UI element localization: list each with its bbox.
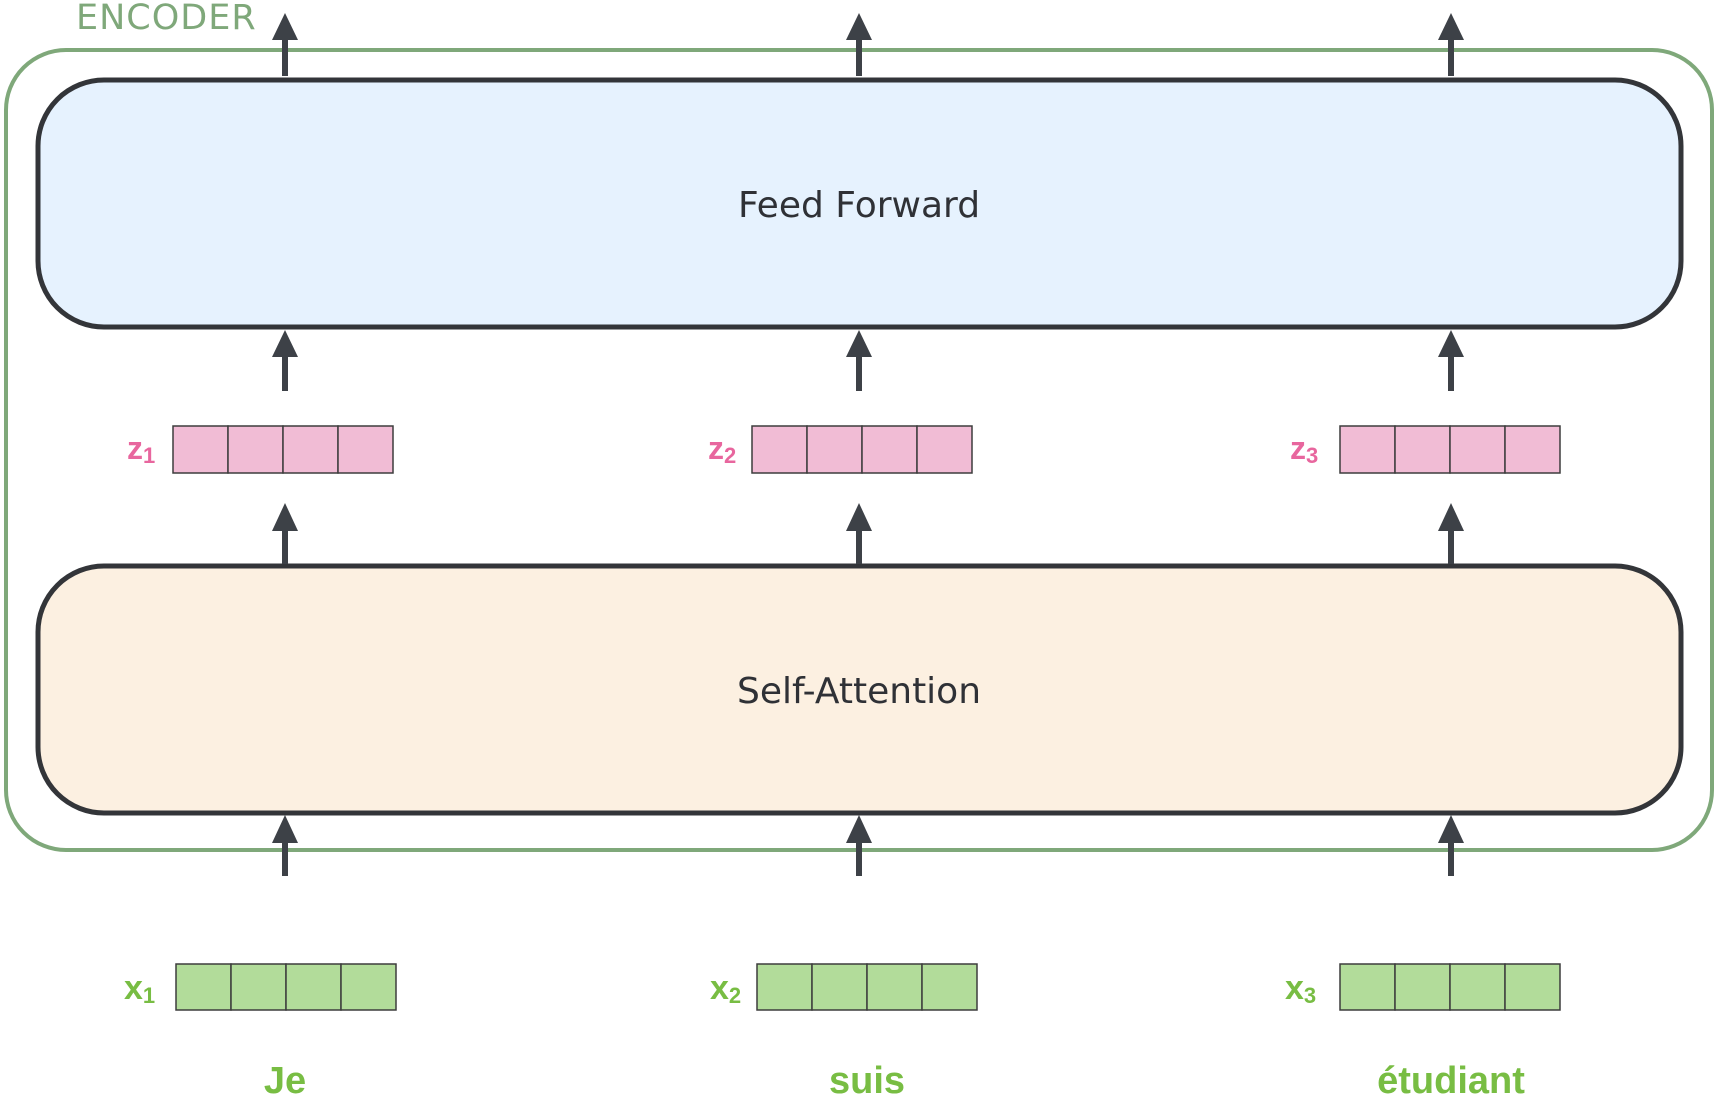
input-vector-x2: x2 [710,963,978,1011]
vector-cell [1504,963,1561,1011]
vector-cell [751,425,808,474]
z3-cells [1339,425,1561,474]
self-attention-label: Self-Attention [737,671,981,712]
input-vector-x1: x1 [124,963,397,1011]
vector-cell [861,425,918,474]
arrow-x3-to-sa [1438,815,1464,876]
arrow-sa-to-z1 [272,503,298,564]
vector-cell [1449,425,1506,474]
arrow-x1-to-sa [272,815,298,876]
vector-cell [756,963,813,1011]
vector-cell [1339,425,1396,474]
z3-label: z3 [1290,430,1318,468]
x3-cells [1339,963,1561,1011]
output-vector-z2: z2 [708,425,973,474]
arrow-x2-to-sa [846,815,872,876]
arrow-output-1 [272,13,298,76]
vector-cell [1504,425,1561,474]
vector-cell [230,963,287,1011]
z1-label: z1 [127,430,155,468]
arrow-z2-to-ff [846,330,872,391]
output-vector-z3: z3 [1290,425,1561,474]
vector-cell [1449,963,1506,1011]
output-vector-z1: z1 [127,425,394,474]
vector-cell [337,425,394,474]
x2-label: x2 [710,969,741,1008]
arrow-sa-to-z2 [846,503,872,564]
arrows [272,13,1464,876]
vector-cell [916,425,973,474]
vector-cell [172,425,229,474]
arrow-sa-to-z3 [1438,503,1464,564]
x2-cells [756,963,978,1011]
vector-cell [340,963,397,1011]
input-word-1: Je [264,1060,306,1099]
vector-cell [866,963,923,1011]
z2-cells [751,425,973,474]
x1-label: x1 [124,969,155,1008]
feed-forward-layer [35,77,1684,330]
arrow-z1-to-ff [272,330,298,391]
vector-cell [285,963,342,1011]
arrow-z3-to-ff [1438,330,1464,391]
x3-label: x3 [1285,969,1316,1008]
vector-cell [811,963,868,1011]
encoder-label: ENCODER [76,0,257,38]
self-attention-layer [35,563,1684,816]
x1-cells [175,963,397,1011]
vector-cell [175,963,232,1011]
vector-cell [1394,425,1451,474]
vector-cell [1394,963,1451,1011]
vector-cell [282,425,339,474]
input-word-2: suis [829,1060,905,1099]
vector-cell [227,425,284,474]
arrow-output-3 [1438,13,1464,76]
z1-cells [172,425,394,474]
input-vector-x3: x3 [1285,963,1561,1011]
vector-cell [1339,963,1396,1011]
vector-cell [806,425,863,474]
z2-label: z2 [708,430,736,468]
encoder-label-bg [74,8,260,48]
input-word-3: étudiant [1377,1060,1525,1099]
vector-cell [921,963,978,1011]
feed-forward-label: Feed Forward [738,185,980,226]
arrow-output-2 [846,13,872,76]
